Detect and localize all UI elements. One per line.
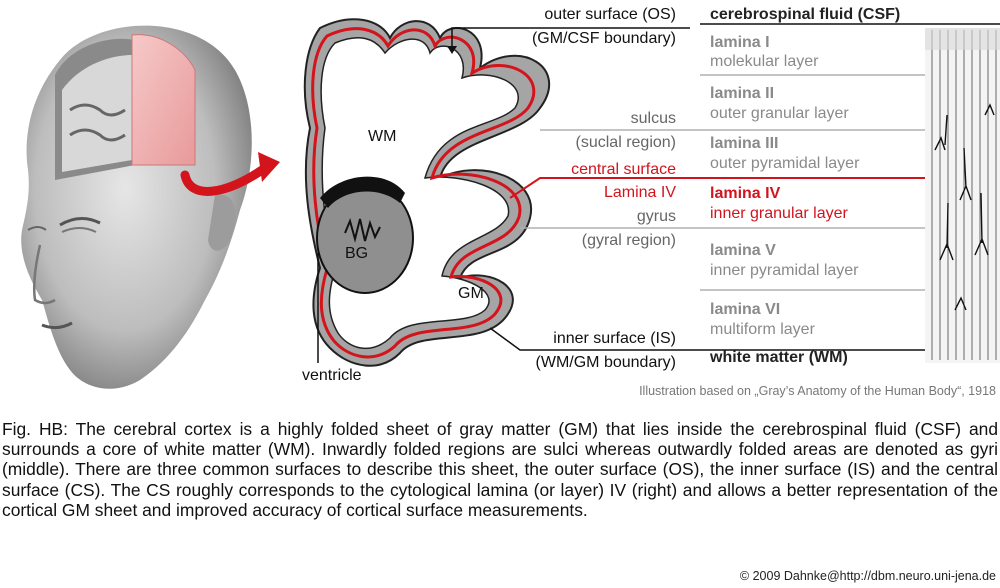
label-bg: BG (345, 245, 368, 262)
label-gm-csf-boundary: (GM/CSF boundary) (531, 30, 676, 47)
lamina-6-title: lamina VI (710, 301, 781, 318)
pointer-arrow (180, 165, 267, 196)
label-central-surface: central surface (571, 161, 676, 178)
label-gyrus: gyrus (636, 208, 676, 225)
lamina-1-title: lamina I (710, 34, 770, 51)
lamina-2-title: lamina II (710, 85, 775, 102)
lamina-4-sub: inner granular layer (710, 205, 848, 222)
lamina-2-sub: outer granular layer (710, 105, 849, 122)
lamina-3-sub: outer pyramidal layer (710, 155, 860, 172)
label-sulcus: sulcus (630, 110, 676, 127)
lamina-csf: cerebrospinal fluid (CSF) (710, 6, 901, 23)
label-lamina-iv-middle: Lamina IV (603, 184, 676, 201)
lamina-6-sub: multiform layer (710, 321, 815, 338)
label-gm: GM (458, 285, 484, 302)
label-ventricle: ventricle (302, 367, 362, 384)
lamina-1-sub: molekular layer (710, 53, 819, 70)
figure-caption: Fig. HB: The cerebral cortex is a highly… (2, 419, 998, 520)
lamina-3-title: lamina III (710, 135, 779, 152)
label-outer-surface: outer surface (OS) (544, 6, 676, 23)
lamina-5-title: lamina V (710, 242, 776, 259)
label-gyral-region: (gyral region) (581, 232, 676, 249)
label-suclal-region: (suclal region) (575, 134, 676, 151)
connector-lines (447, 23, 1000, 363)
white-matter-label: white matter (WM) (710, 349, 848, 366)
lamina-5-sub: inner pyramidal layer (710, 262, 859, 279)
head-illustration (21, 25, 280, 389)
illustration-credit: Illustration based on „Gray’s Anatomy of… (639, 384, 996, 398)
label-inner-surface: inner surface (IS) (553, 330, 676, 347)
label-wm-gm-boundary: (WM/GM boundary) (535, 354, 676, 371)
label-wm: WM (368, 128, 396, 145)
copyright: © 2009 Dahnke@http://dbm.neuro.uni-jena.… (739, 569, 996, 583)
lamina-4-title: lamina IV (710, 185, 781, 202)
